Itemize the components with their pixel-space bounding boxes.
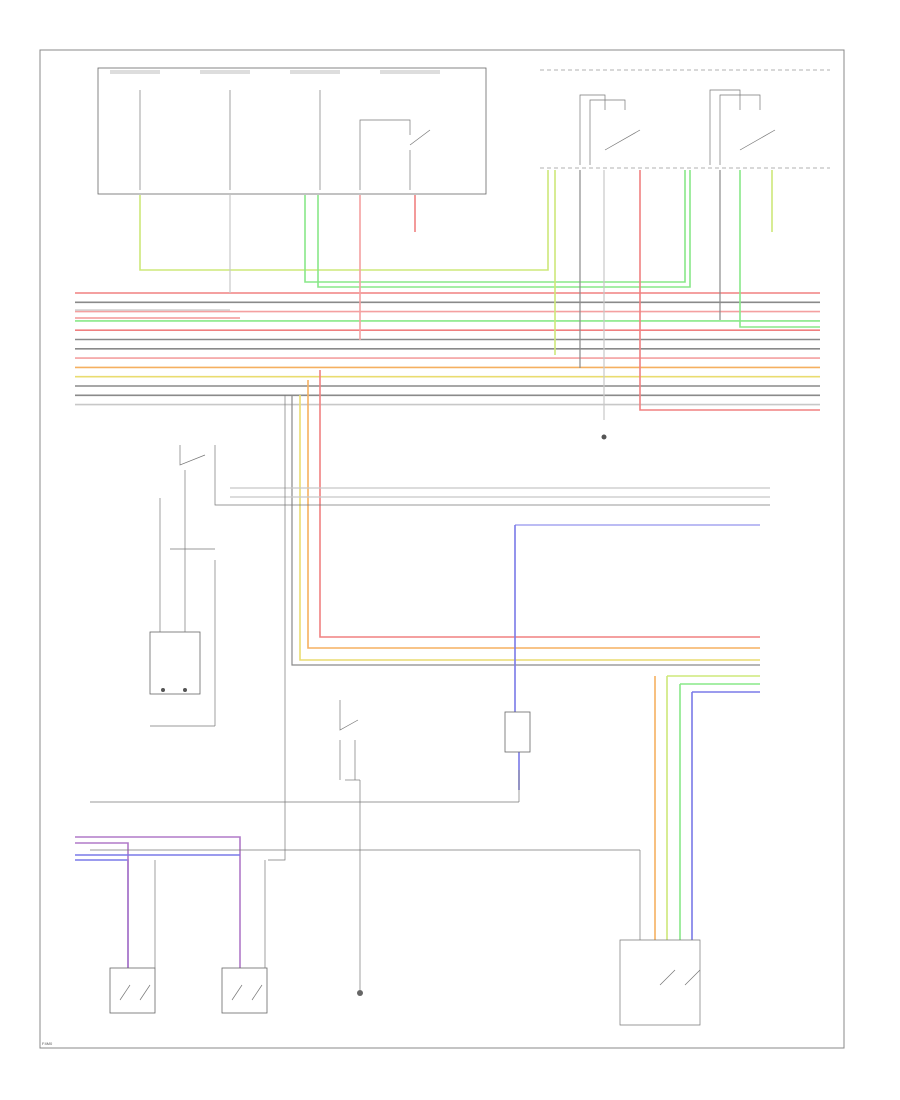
- wire-drop: [75, 836, 241, 968]
- left-circuit-components: [90, 395, 770, 1026]
- wire-harness-vertical: [75, 170, 820, 968]
- footer-code: F4M0: [42, 1041, 53, 1046]
- wire-drop: [75, 842, 129, 968]
- wire-drop: [139, 170, 549, 271]
- wire-drop: [75, 859, 129, 968]
- wire-drop: [307, 380, 760, 649]
- wire-drop: [291, 395, 760, 666]
- wire-drop: [319, 370, 760, 638]
- wire-drop: [304, 170, 686, 283]
- wire-drop: [639, 170, 820, 411]
- wire-drop: [317, 170, 691, 288]
- wire-harness-horizontal: [75, 292, 820, 406]
- wire-drop: [299, 395, 760, 661]
- diagram-border: [39, 49, 845, 1049]
- power-window-master-switch: [97, 67, 487, 195]
- wire-drop: [739, 170, 820, 328]
- power-window-switch-right: [540, 69, 830, 169]
